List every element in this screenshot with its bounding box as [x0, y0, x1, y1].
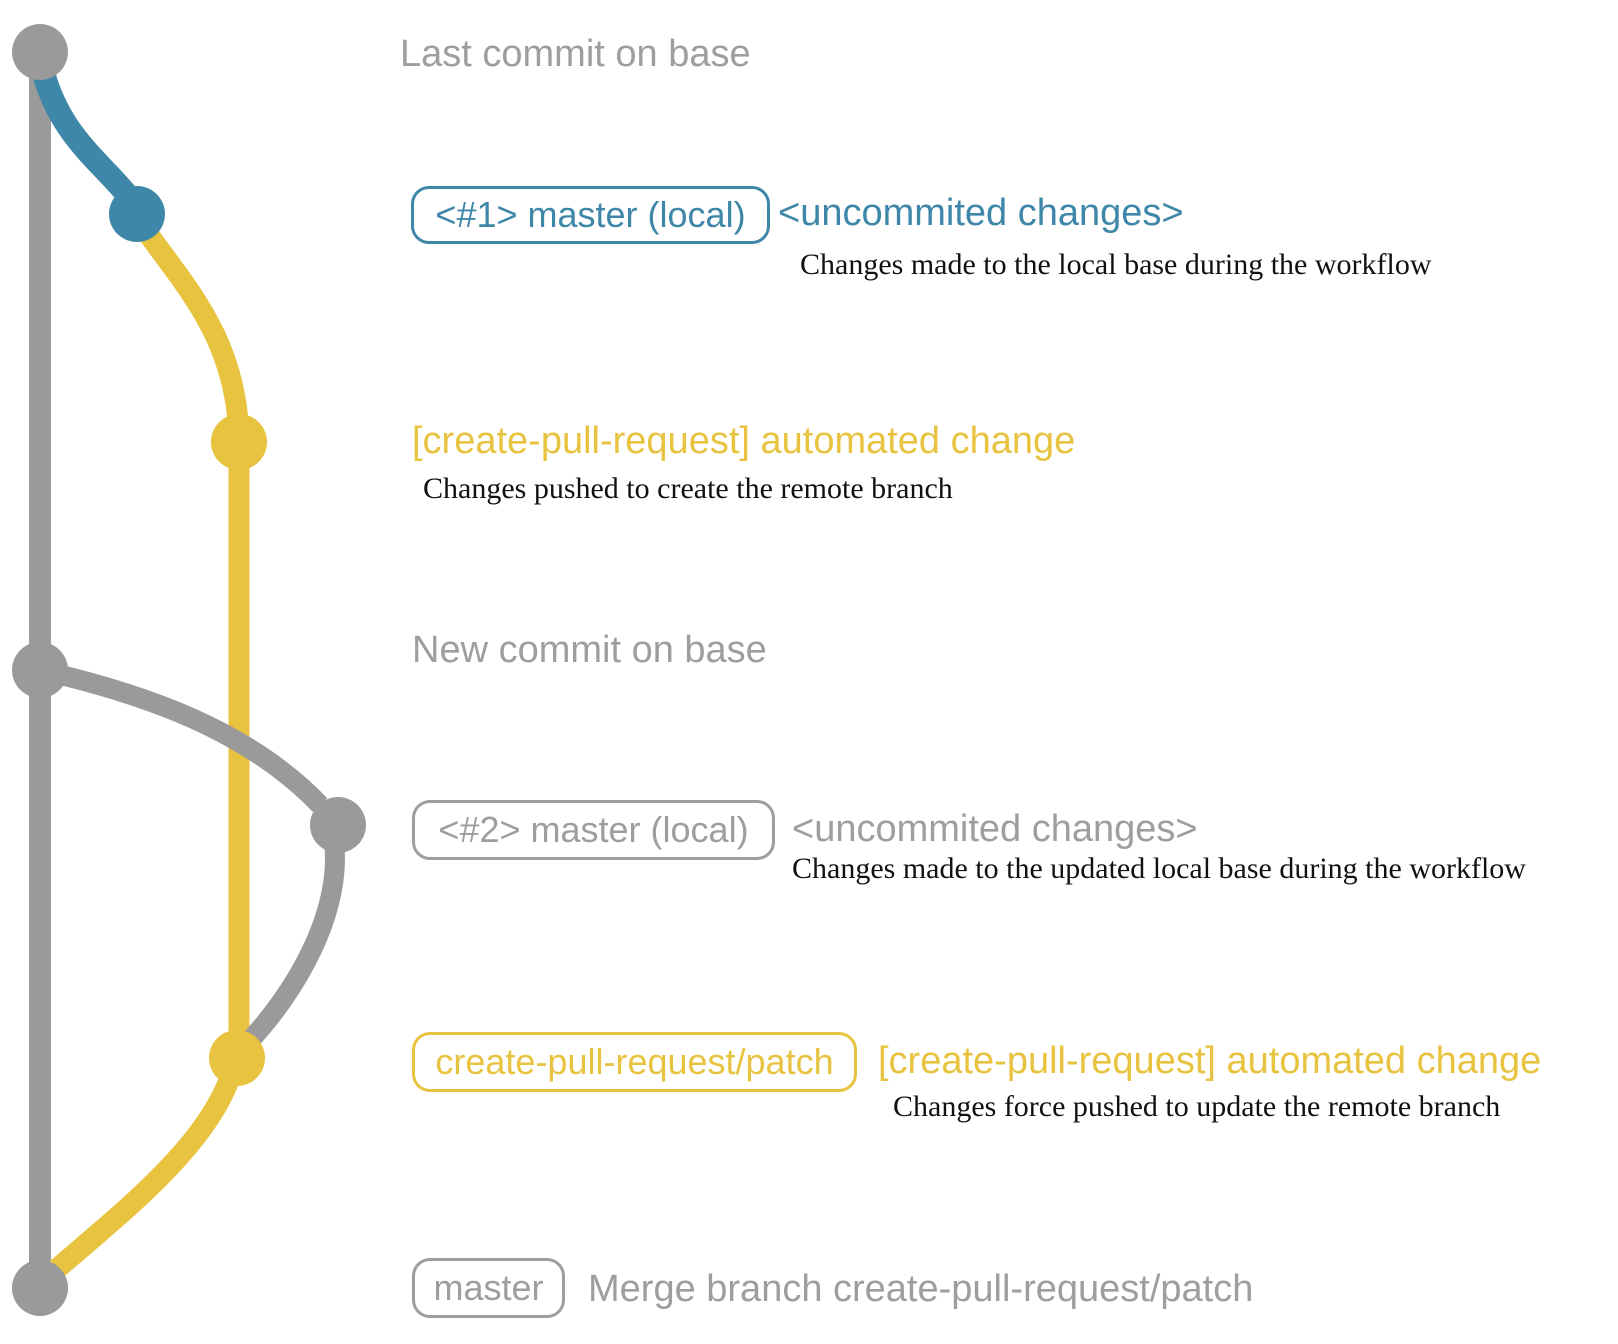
commit-description-automated-2: Changes force pushed to update the remot…: [893, 1090, 1501, 1123]
commit-caption-uncommitted-2: <uncommited changes>: [792, 808, 1198, 850]
branch-label-box-master-local-1: <#1> master (local): [411, 186, 770, 244]
branch-line-force-push: [233, 833, 345, 1058]
branch-label-master-local-2: <#2> master (local): [438, 809, 749, 850]
branch-label-patch: create-pull-request/patch: [435, 1041, 834, 1082]
branch-label-box-master-local-2: <#2> master (local): [412, 800, 775, 860]
branch-line-uncommitted-2: [37, 660, 328, 812]
commit-caption-automated-1: [create-pull-request] automated change: [412, 420, 1076, 462]
commit-caption-last-base: Last commit on base: [400, 33, 751, 75]
commit-node-automated-change-1: [211, 414, 267, 470]
commit-node-uncommitted-2: [310, 797, 366, 853]
commit-node-automated-change-2: [209, 1030, 265, 1086]
commit-node-new-base: [12, 642, 68, 698]
branch-line-patch: [37, 212, 250, 1288]
branch-label-box-master: master: [412, 1258, 565, 1318]
commit-description-uncommitted-2: Changes made to the updated local base d…: [792, 852, 1526, 885]
commit-description-automated-1: Changes pushed to create the remote bran…: [423, 472, 953, 505]
branch-label-box-patch: create-pull-request/patch: [412, 1032, 857, 1092]
commit-node-merge: [12, 1260, 68, 1316]
branch-label-master: master: [433, 1267, 544, 1308]
branch-label-master-local-1: <#1> master (local): [435, 194, 746, 235]
commit-node-last-base: [12, 24, 68, 80]
commit-description-uncommitted-1: Changes made to the local base during th…: [800, 248, 1432, 281]
commit-caption-new-base: New commit on base: [412, 629, 767, 671]
commit-caption-automated-2: [create-pull-request] automated change: [878, 1040, 1542, 1082]
commit-node-uncommitted-1: [109, 186, 165, 242]
branch-line-uncommitted-1: [28, 46, 145, 214]
commit-caption-merge: Merge branch create-pull-request/patch: [588, 1268, 1254, 1310]
commit-caption-uncommitted-1: <uncommited changes>: [778, 192, 1184, 234]
